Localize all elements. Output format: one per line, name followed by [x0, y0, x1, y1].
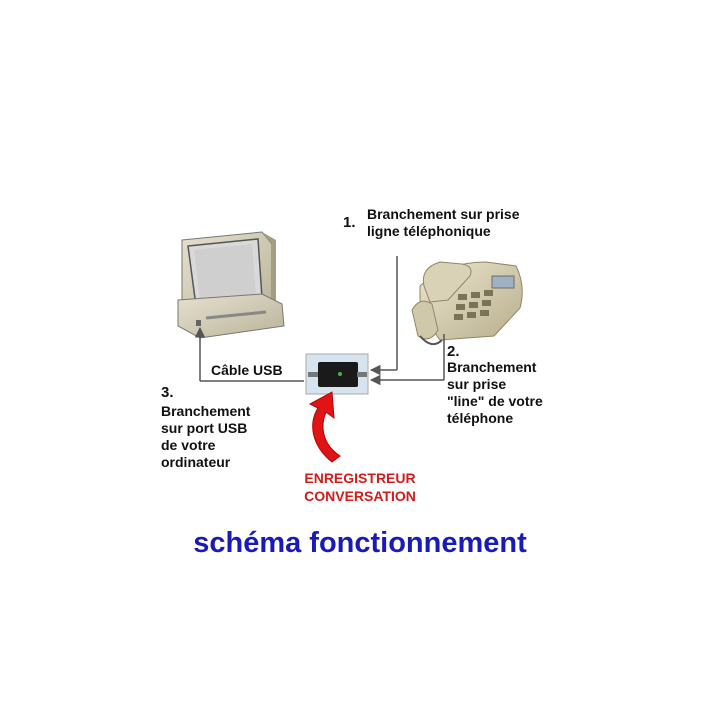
device-label: ENREGISTREUR CONVERSATION	[304, 470, 416, 504]
telephone-icon	[411, 261, 523, 346]
step-1-text: Branchement sur prise ligne téléphonique	[367, 206, 520, 239]
step-1-number: 1.	[343, 214, 356, 231]
usb-cable-label: Câble USB	[211, 362, 283, 378]
recorder-device	[305, 353, 369, 395]
computer-icon	[177, 231, 285, 339]
step-2-text: Branchement sur prise "line" de votre té…	[447, 359, 543, 426]
step-3-text: Branchement sur port USB de votre ordina…	[161, 403, 251, 470]
step-2-number: 2.	[447, 343, 460, 360]
page-title: schéma fonctionnement	[193, 527, 527, 559]
step-3-number: 3.	[161, 384, 174, 401]
curved-arrow-icon	[308, 391, 341, 463]
